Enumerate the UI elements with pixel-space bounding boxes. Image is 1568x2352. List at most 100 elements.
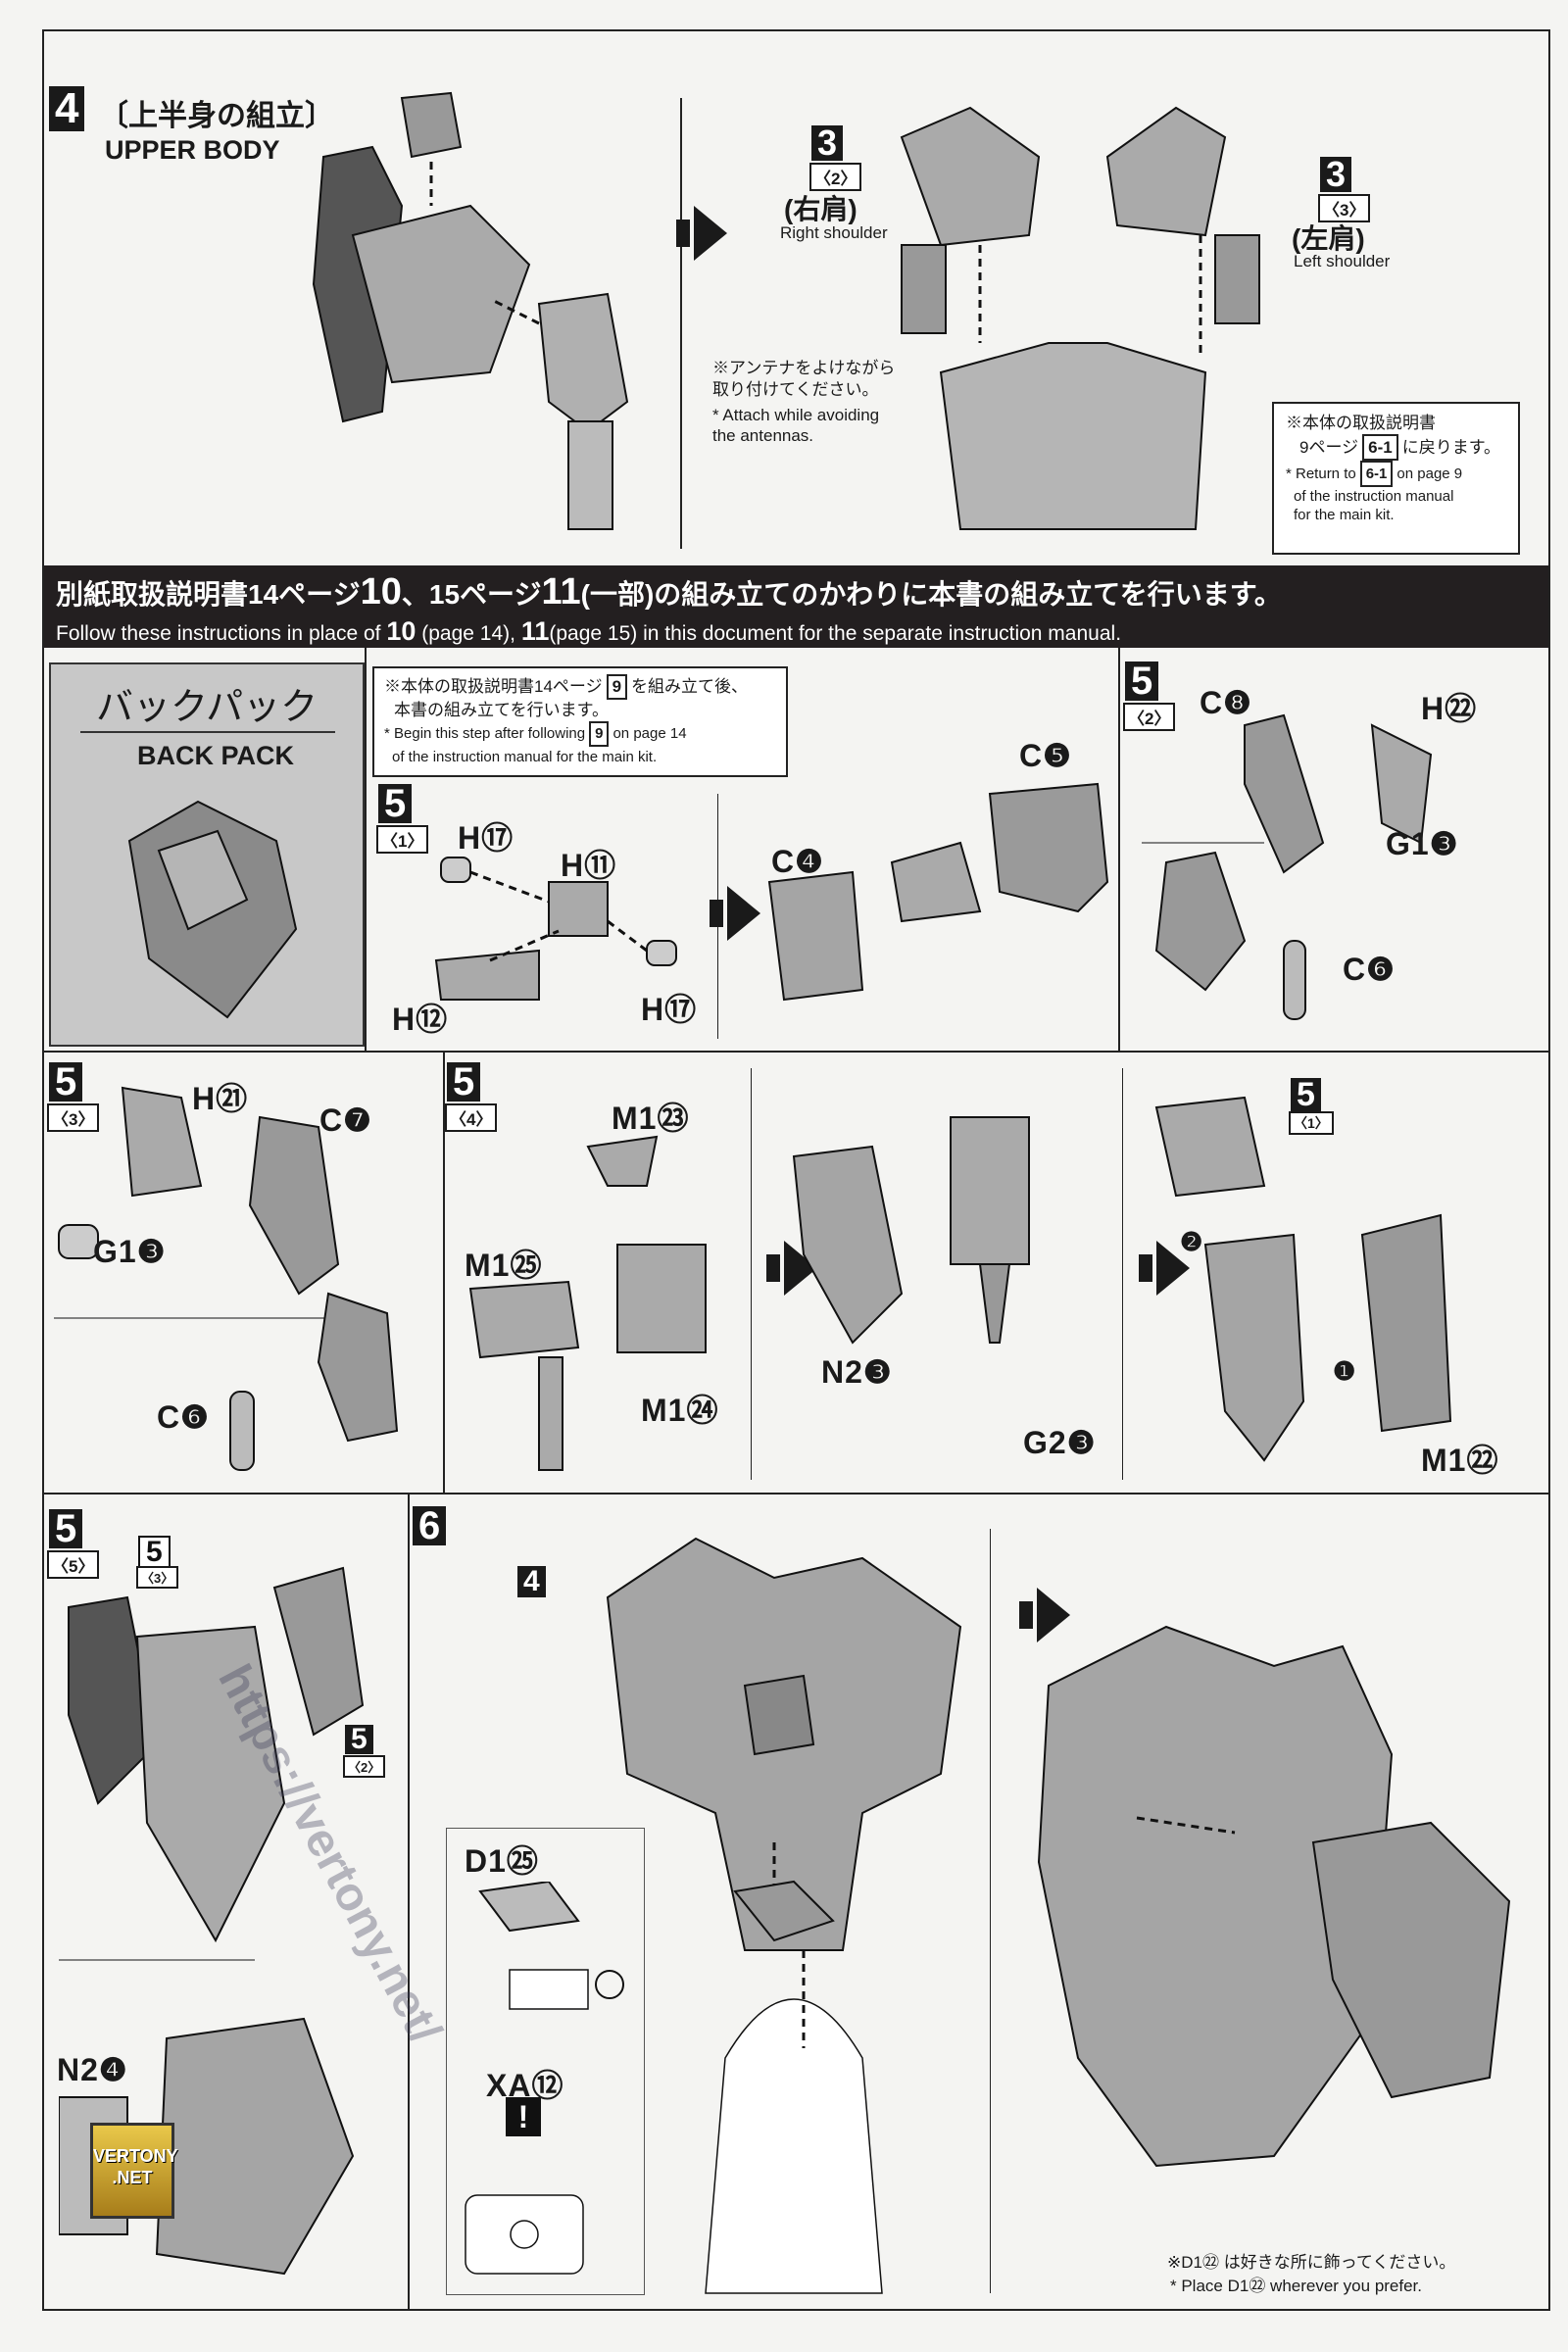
step-number: 6 [413, 1506, 447, 1545]
ref-step-number: 3 [811, 125, 844, 161]
part-label: M1㉕ [465, 1248, 543, 1283]
note-line: of the instruction manual for the main k… [392, 749, 658, 765]
note-line: * Attach while avoiding [712, 406, 880, 424]
step-ref: 9 [606, 674, 628, 700]
divider [680, 98, 682, 549]
right-shoulder-jp: (右肩) [784, 194, 858, 224]
banner-text: (page 15) in this document for the separ… [549, 622, 1122, 645]
ref-step-number: 5 [345, 1725, 373, 1754]
divider [1122, 1068, 1123, 1480]
part-label: C❺ [1019, 738, 1072, 773]
note-line: the antennas. [712, 426, 814, 445]
step-sub: 〈4〉 [445, 1103, 498, 1132]
step5-4a-illustration [468, 1135, 707, 1471]
part-label: G1❸ [93, 1234, 167, 1269]
banner-jp: 別紙取扱説明書14ページ10、15ページ11(一部)の組み立てのかわりに本書の組… [56, 571, 1282, 613]
part-label: M1㉔ [641, 1393, 719, 1428]
step5-2-illustration [1142, 713, 1433, 1020]
right-shoulder-en: Right shoulder [780, 223, 888, 242]
ref-step-sub: 〈3〉 [136, 1566, 179, 1589]
banner-text: 別紙取扱説明書14ページ [56, 579, 361, 610]
divider [751, 1068, 752, 1480]
note-text: に戻ります。 [1401, 438, 1501, 457]
base-illustration [705, 1880, 883, 2294]
step-sub: 〈2〉 [1123, 703, 1176, 731]
note-text: on page 9 [1396, 466, 1463, 482]
placement-note-jp: ※D1㉒ は好きな所に飾ってください。 [1167, 2253, 1456, 2272]
watermark-logo: VERTONY.NET [90, 2123, 178, 2219]
banner-text: (page 14), [421, 622, 515, 645]
part-label: N2❸ [821, 1354, 893, 1390]
ref-step-sub: 〈2〉 [343, 1755, 386, 1778]
banner-step: 11 [520, 616, 550, 646]
backpack-title-jp: バックパック [96, 687, 318, 728]
part-label: C❻ [1343, 952, 1396, 987]
divider [42, 1051, 1550, 1053]
part-label: H⑰ [458, 820, 514, 856]
step-title-jp: 〔上半身の組立〕 [99, 100, 334, 132]
backpack-title-en: BACK PACK [137, 741, 294, 770]
divider [408, 1493, 410, 2311]
note-line: for the main kit. [1294, 507, 1395, 523]
step-number: 4 [49, 86, 85, 131]
shoulder-attach-illustration [900, 106, 1260, 530]
step-number: 5 [1125, 662, 1159, 701]
step5-1b-illustration [767, 782, 1109, 1002]
part-label: G2❸ [1023, 1425, 1097, 1460]
logo-text: .NET [112, 2168, 153, 2187]
part-label: M1㉓ [612, 1101, 690, 1136]
part-label: D1㉕ [465, 1843, 539, 1879]
divider [80, 731, 335, 733]
part-label: H⑰ [641, 992, 698, 1027]
note-line: ※本体の取扱説明書 [1286, 414, 1436, 432]
step-sub: 〈5〉 [47, 1550, 100, 1579]
stand-inset [446, 1828, 645, 2295]
step-number: 5 [49, 1062, 83, 1102]
page-frame [42, 29, 1550, 2311]
step5-3-illustration [54, 1086, 399, 1471]
part-label: XA⑫ [486, 2068, 564, 2103]
banner-step: 10 [360, 571, 402, 612]
note-text: ※本体の取扱説明書14ページ [384, 677, 603, 696]
warning-icon: ! [506, 2097, 541, 2136]
ref-step-sub: 〈3〉 [1318, 194, 1371, 222]
part-label: C❽ [1200, 685, 1252, 720]
banner-text: 、15ページ [401, 579, 542, 610]
note-line: ※アンテナをよけながら [712, 359, 896, 377]
left-shoulder-en: Left shoulder [1294, 252, 1391, 270]
divider [1118, 648, 1120, 1051]
part-label: C❹ [771, 844, 824, 879]
part-label: C❻ [157, 1399, 210, 1435]
placement-note-en: * Place D1㉒ wherever you prefer. [1170, 2277, 1423, 2295]
step-ref: 6-1 [1362, 434, 1398, 461]
divider [42, 1493, 1550, 1494]
step-ref: 6-1 [1359, 461, 1394, 487]
note-line: 本書の組み立てを行います。 [394, 701, 609, 719]
part-label: N2❹ [57, 2052, 128, 2087]
note-text: を組み立て後、 [631, 677, 749, 696]
upper-body-assembly-illustration [312, 91, 629, 530]
divider [365, 648, 367, 1051]
part-label: G1❸ [1386, 826, 1459, 861]
divider [443, 1051, 445, 1493]
note-text: * Begin this step after following [384, 725, 586, 742]
backpack-panel: バックパック BACK PACK [49, 662, 365, 1047]
ref-step-sub: 〈2〉 [809, 163, 862, 191]
order-marker: ❶ [1333, 1356, 1357, 1386]
step6-body-illustration [606, 1537, 962, 1951]
step5-4c-illustration [1154, 1096, 1452, 1462]
step5-1-illustration [434, 857, 677, 1001]
note-text: on page 14 [612, 725, 687, 742]
part-label: H⑫ [392, 1002, 449, 1037]
step-ref: 9 [589, 721, 610, 747]
stand-illustration [465, 1882, 624, 2275]
note-line: 取り付けてください。 [712, 380, 879, 399]
part-label: M1㉒ [1421, 1443, 1499, 1478]
step-arrow-icon [1019, 1588, 1070, 1642]
banner-text: (一部)の組み立てのかわりに本書の組み立てを行います。 [580, 579, 1282, 610]
